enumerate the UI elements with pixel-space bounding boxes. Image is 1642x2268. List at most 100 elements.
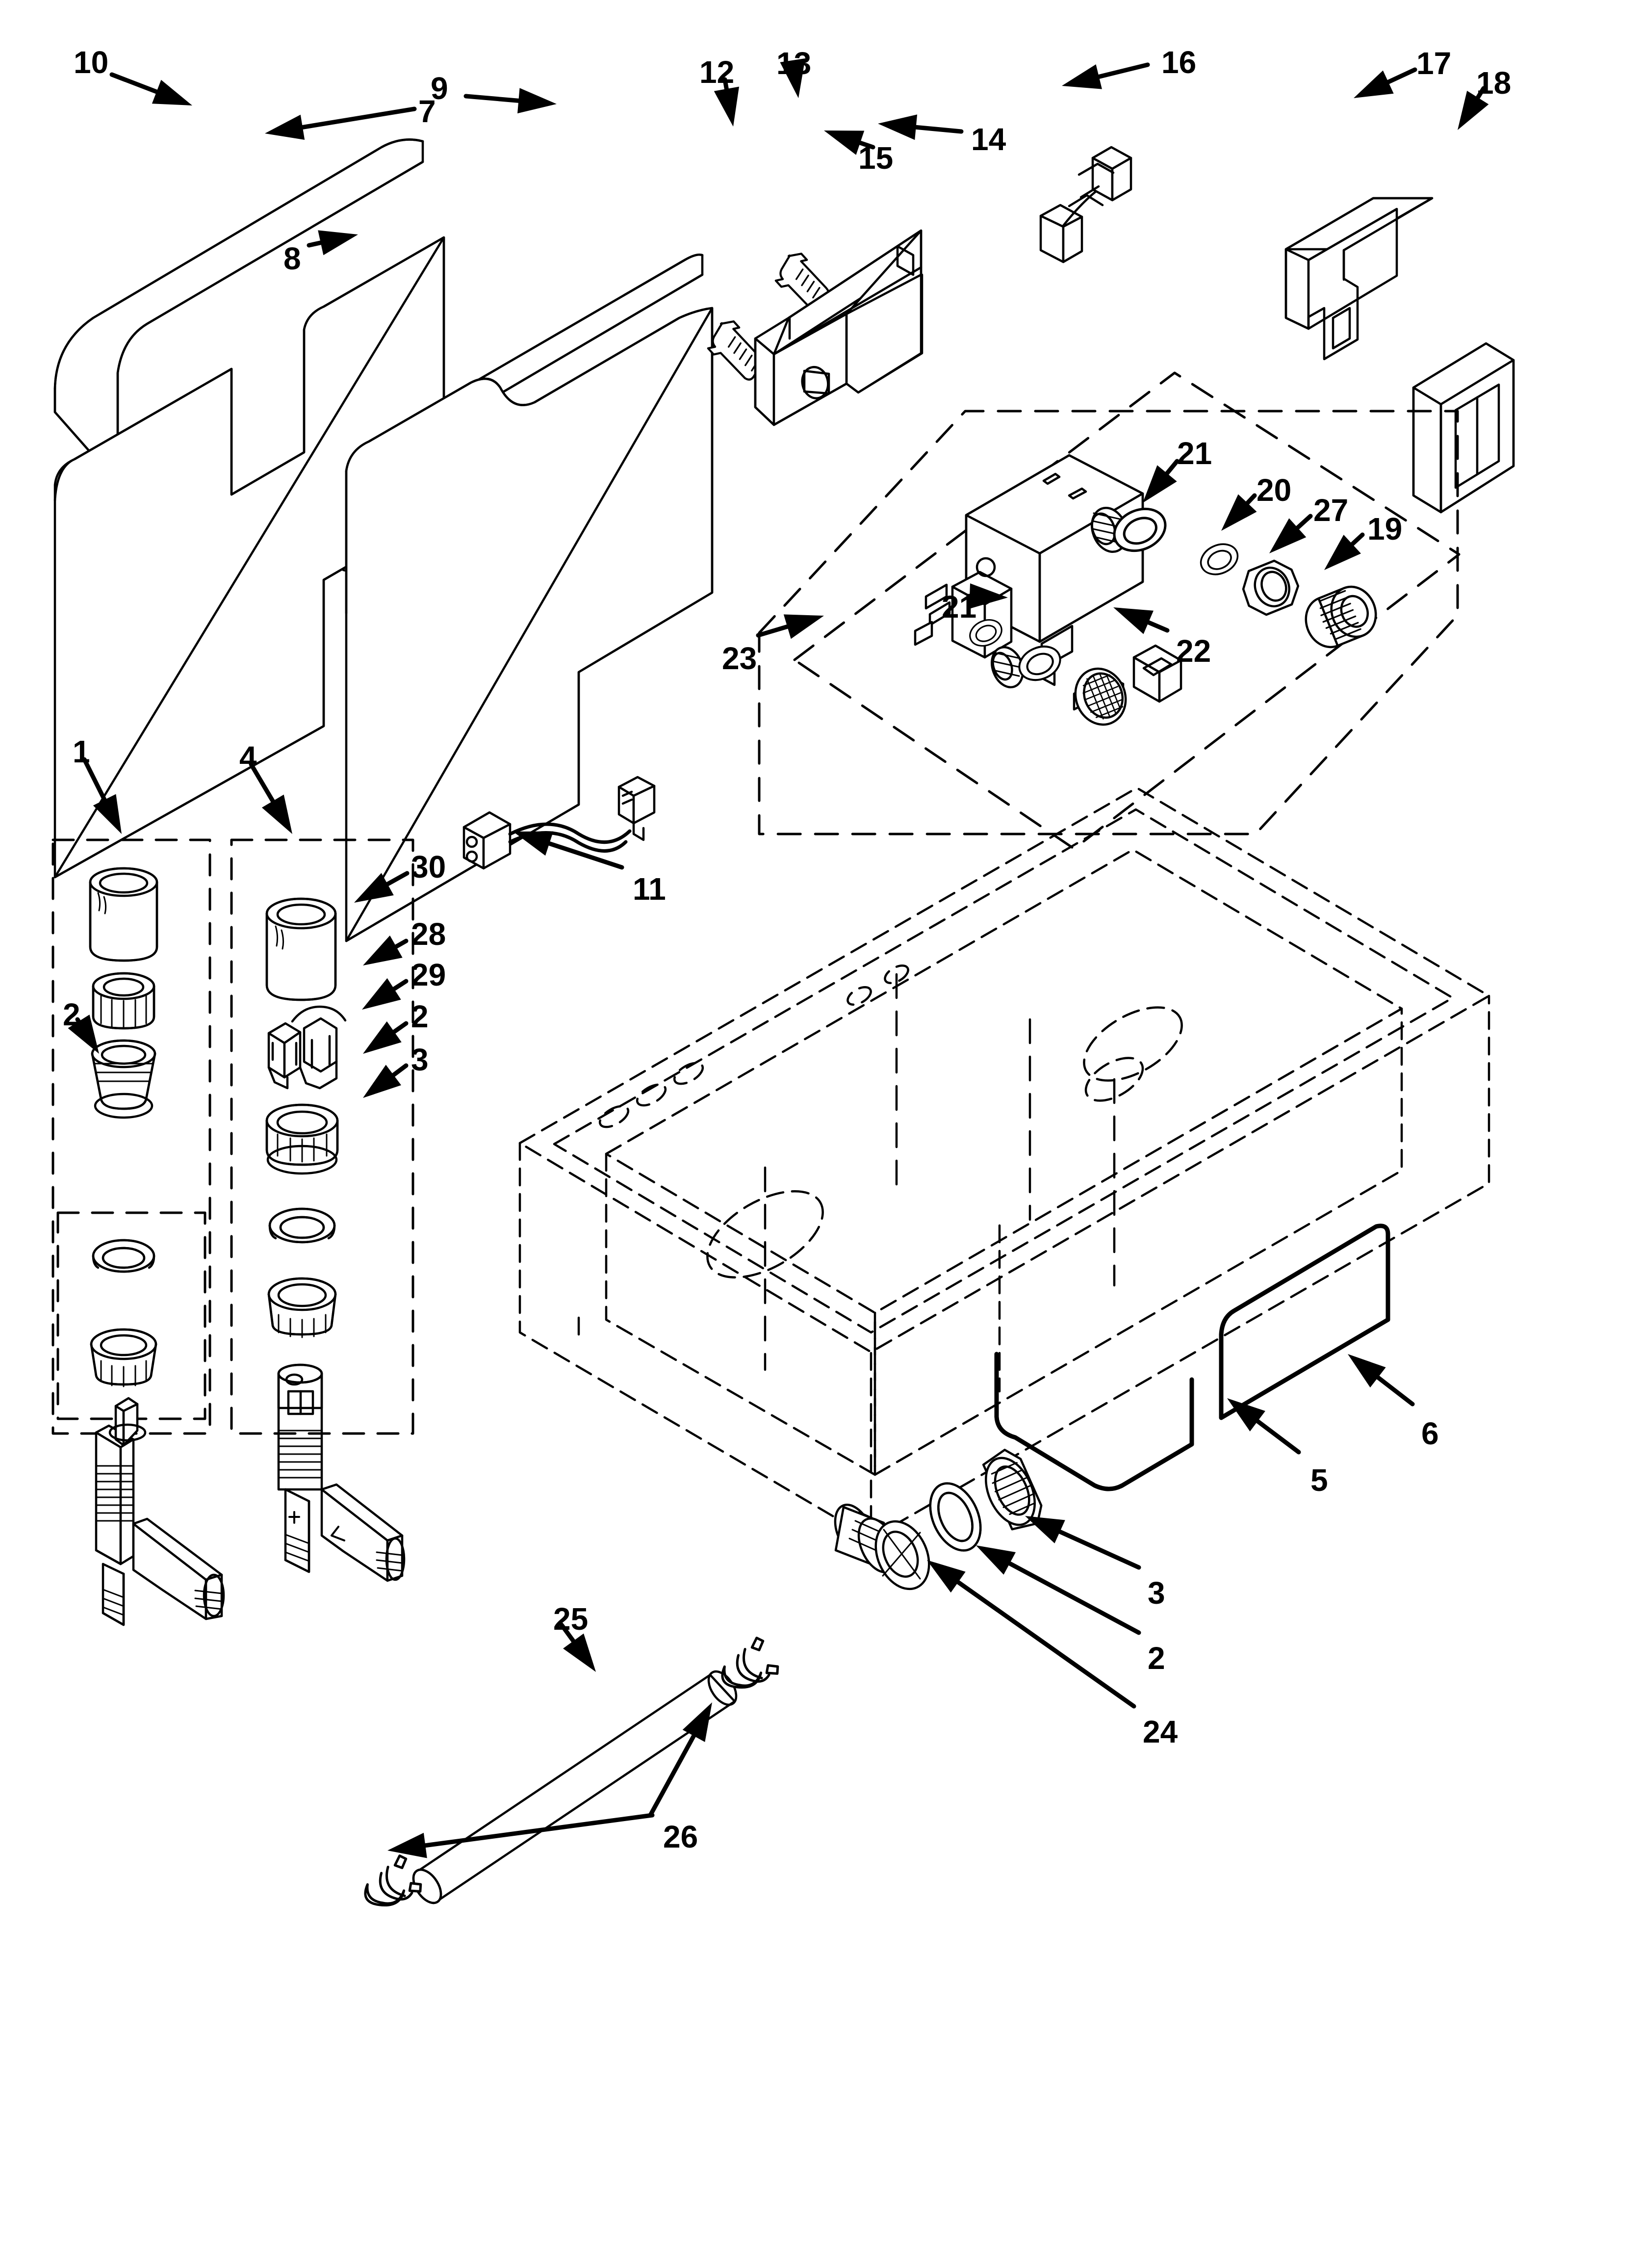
callout-label-14: 14	[971, 122, 1006, 157]
callout-9-leader-line	[463, 94, 528, 104]
part-2b-washer	[929, 1482, 982, 1552]
part-tub-phantom	[518, 786, 1490, 1540]
callout-label-21b: 21	[942, 589, 977, 625]
callout-label-24: 24	[1143, 1714, 1178, 1749]
part-kit1-nut	[92, 972, 155, 1030]
callout-24-leader-line	[950, 1576, 1136, 1709]
callout-label-29: 29	[411, 957, 446, 992]
part-26-hose-clamp-lower	[364, 1854, 422, 1907]
callout-7-arrowhead	[265, 114, 305, 140]
callout-label-3c: 3	[411, 1042, 429, 1077]
callout-4-arrowhead	[261, 794, 292, 834]
part-8-front-panel-right	[345, 307, 714, 942]
callout-label-23: 23	[722, 641, 757, 676]
callout-label-27: 27	[1313, 493, 1349, 528]
callout-2b-arrowhead	[976, 1545, 1016, 1575]
part-11-wire-harness	[462, 776, 656, 870]
callout-28-arrowhead	[363, 935, 403, 965]
callout-label-20: 20	[1257, 472, 1292, 508]
callout-label-7: 7	[418, 94, 436, 129]
callout-label-19: 19	[1367, 511, 1403, 547]
callout-label-17: 17	[1416, 46, 1452, 81]
callout-2a-arrowhead	[68, 1015, 99, 1054]
part-kit4-pump-body	[277, 1363, 406, 1582]
callout-26-arrowhead	[387, 1832, 427, 1858]
callout-label-3b: 3	[1148, 1575, 1165, 1611]
part-22-inlet-filter-screen	[1074, 667, 1127, 726]
callout-11-leader-line	[540, 839, 624, 870]
part-26-hose-clamp-upper	[721, 1637, 779, 1689]
part-kit1-collar	[90, 1328, 157, 1387]
callout-label-26: 26	[663, 1819, 698, 1854]
callout-26-leader-line	[416, 1813, 655, 1849]
callout-label-8: 8	[283, 241, 301, 276]
callout-29-arrowhead	[362, 978, 401, 1010]
part-2c-washer	[268, 1207, 336, 1244]
callout-27-arrowhead	[1269, 518, 1307, 553]
callout-label-9: 9	[431, 71, 448, 106]
callout-3b-arrowhead	[1025, 1516, 1065, 1543]
part-3c-flange-nut	[267, 1277, 337, 1338]
callout-label-15: 15	[858, 140, 894, 176]
part-29-lock-ring	[265, 1103, 339, 1175]
callout-21b-arrowhead	[969, 583, 1008, 609]
callout-4-leader-line	[249, 762, 279, 809]
callout-label-28: 28	[411, 916, 446, 952]
part-5-tub-apron	[994, 1352, 1194, 1491]
callout-1-arrowhead	[93, 794, 122, 834]
callout-label-1: 1	[73, 734, 90, 769]
part-14-console-bracket	[754, 229, 924, 426]
callout-3c-arrowhead	[363, 1065, 401, 1098]
callout-30-arrowhead	[354, 873, 394, 903]
callout-16-leader-line	[1090, 62, 1150, 81]
callout-label-10: 10	[74, 45, 109, 80]
callout-label-12: 12	[699, 54, 735, 90]
callout-label-22: 22	[1176, 633, 1211, 669]
part-27-hex-nut	[1242, 559, 1300, 616]
callout-label-13: 13	[776, 46, 812, 81]
callout-label-6: 6	[1421, 1416, 1439, 1451]
part-6-tub-access-panel	[1219, 1224, 1390, 1420]
part-17-cover-bracket	[1284, 197, 1434, 361]
callout-12-arrowhead	[714, 86, 740, 127]
callout-label-16: 16	[1161, 45, 1197, 80]
callout-5-leader-line	[1250, 1415, 1301, 1455]
callout-1-leader-line	[82, 757, 110, 808]
part-kit1-flange	[91, 1039, 156, 1119]
callout-2c-arrowhead	[363, 1021, 402, 1054]
callout-label-2c: 2	[411, 999, 429, 1034]
callout-6-leader-line	[1370, 1371, 1415, 1407]
callout-20-arrowhead	[1221, 494, 1257, 531]
part-2a-washer	[92, 1239, 155, 1273]
callout-9-arrowhead	[517, 88, 557, 114]
callout-25-arrowhead	[563, 1633, 596, 1672]
callout-13-arrowhead	[780, 58, 805, 98]
callout-label-4: 4	[239, 740, 257, 775]
part-16-wire-clip	[1039, 146, 1132, 263]
part-25-drain-hose	[412, 1670, 738, 1904]
callout-18-arrowhead	[1458, 91, 1489, 130]
part-20-o-ring-small	[1195, 538, 1244, 581]
clamp-upper-arrow-leader-line	[648, 1727, 699, 1818]
callout-23-arrowhead	[783, 614, 824, 639]
callout-2b-leader-line	[1001, 1558, 1141, 1635]
callout-14-arrowhead	[878, 114, 918, 140]
part-19-inlet-nut	[1305, 585, 1377, 649]
part-18-switch-bezel	[1412, 342, 1515, 514]
callout-22-arrowhead	[1113, 607, 1154, 634]
part-kit1-pump-body	[95, 1397, 225, 1626]
callout-7-leader-line	[293, 106, 417, 131]
callout-17-arrowhead	[1354, 70, 1394, 98]
part-3b-flange-nut	[982, 1449, 1043, 1531]
callout-leader-lines	[68, 58, 1489, 1858]
part-7-front-panel-left	[53, 236, 445, 879]
callout-24-arrowhead	[927, 1560, 966, 1593]
part-24-drain-fitting	[834, 1503, 930, 1590]
part-terminal-cover	[1132, 644, 1182, 703]
callout-label-25: 25	[553, 1601, 589, 1637]
callout-label-18: 18	[1476, 65, 1512, 101]
callout-label-2a: 2	[63, 997, 80, 1032]
callout-19-arrowhead	[1324, 534, 1361, 570]
